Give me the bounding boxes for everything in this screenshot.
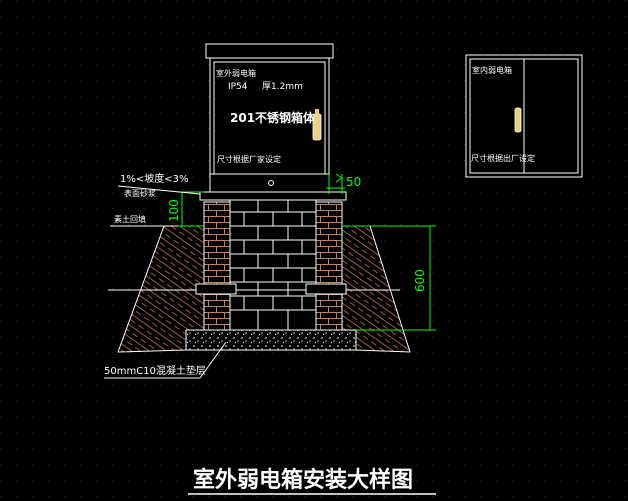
dim-50: 50 (346, 175, 361, 189)
drawing-title: 室外弱电箱安装大样图 (193, 467, 413, 493)
conduit-left (195, 283, 237, 295)
box-label-3: 厚1.2mm (262, 81, 303, 92)
annotation-fill: 素土回填 (114, 214, 146, 224)
dimension-lines (178, 173, 436, 331)
brick-pier-right (315, 201, 343, 331)
annotation-slope: 1%<坡度<3% (120, 172, 189, 185)
box-label-5: 尺寸根据厂家设定 (217, 154, 281, 164)
brick-core (229, 197, 317, 331)
outdoor-box-elevation (205, 43, 334, 193)
dim-100: 100 (167, 199, 181, 222)
box-label-2: IP54 (228, 82, 248, 92)
side-box-label-bottom: 尺寸根据出厂设定 (471, 153, 535, 163)
dim-600: 600 (413, 269, 427, 292)
annotation-cushion: 50mmC10混凝土垫层 (104, 364, 206, 377)
brick-pier-left (203, 201, 231, 331)
box-base-hole (268, 180, 274, 186)
concrete-cushion (185, 329, 357, 351)
leader-lines (104, 185, 227, 379)
indoor-box-elevation (465, 54, 583, 178)
conduit-right (305, 283, 347, 295)
box-label-4: 201不锈钢箱体 (230, 110, 316, 125)
annotation-slope-sub: 表面砂浆 (124, 188, 156, 198)
side-box-label-top: 室内弱电箱 (472, 65, 512, 75)
plinth-cap (199, 191, 347, 201)
box-body (209, 57, 330, 193)
box-roof (205, 43, 334, 59)
lock-icon (312, 109, 322, 141)
side-lock-icon (514, 107, 522, 133)
box-label-1: 室外弱电箱 (216, 68, 256, 78)
